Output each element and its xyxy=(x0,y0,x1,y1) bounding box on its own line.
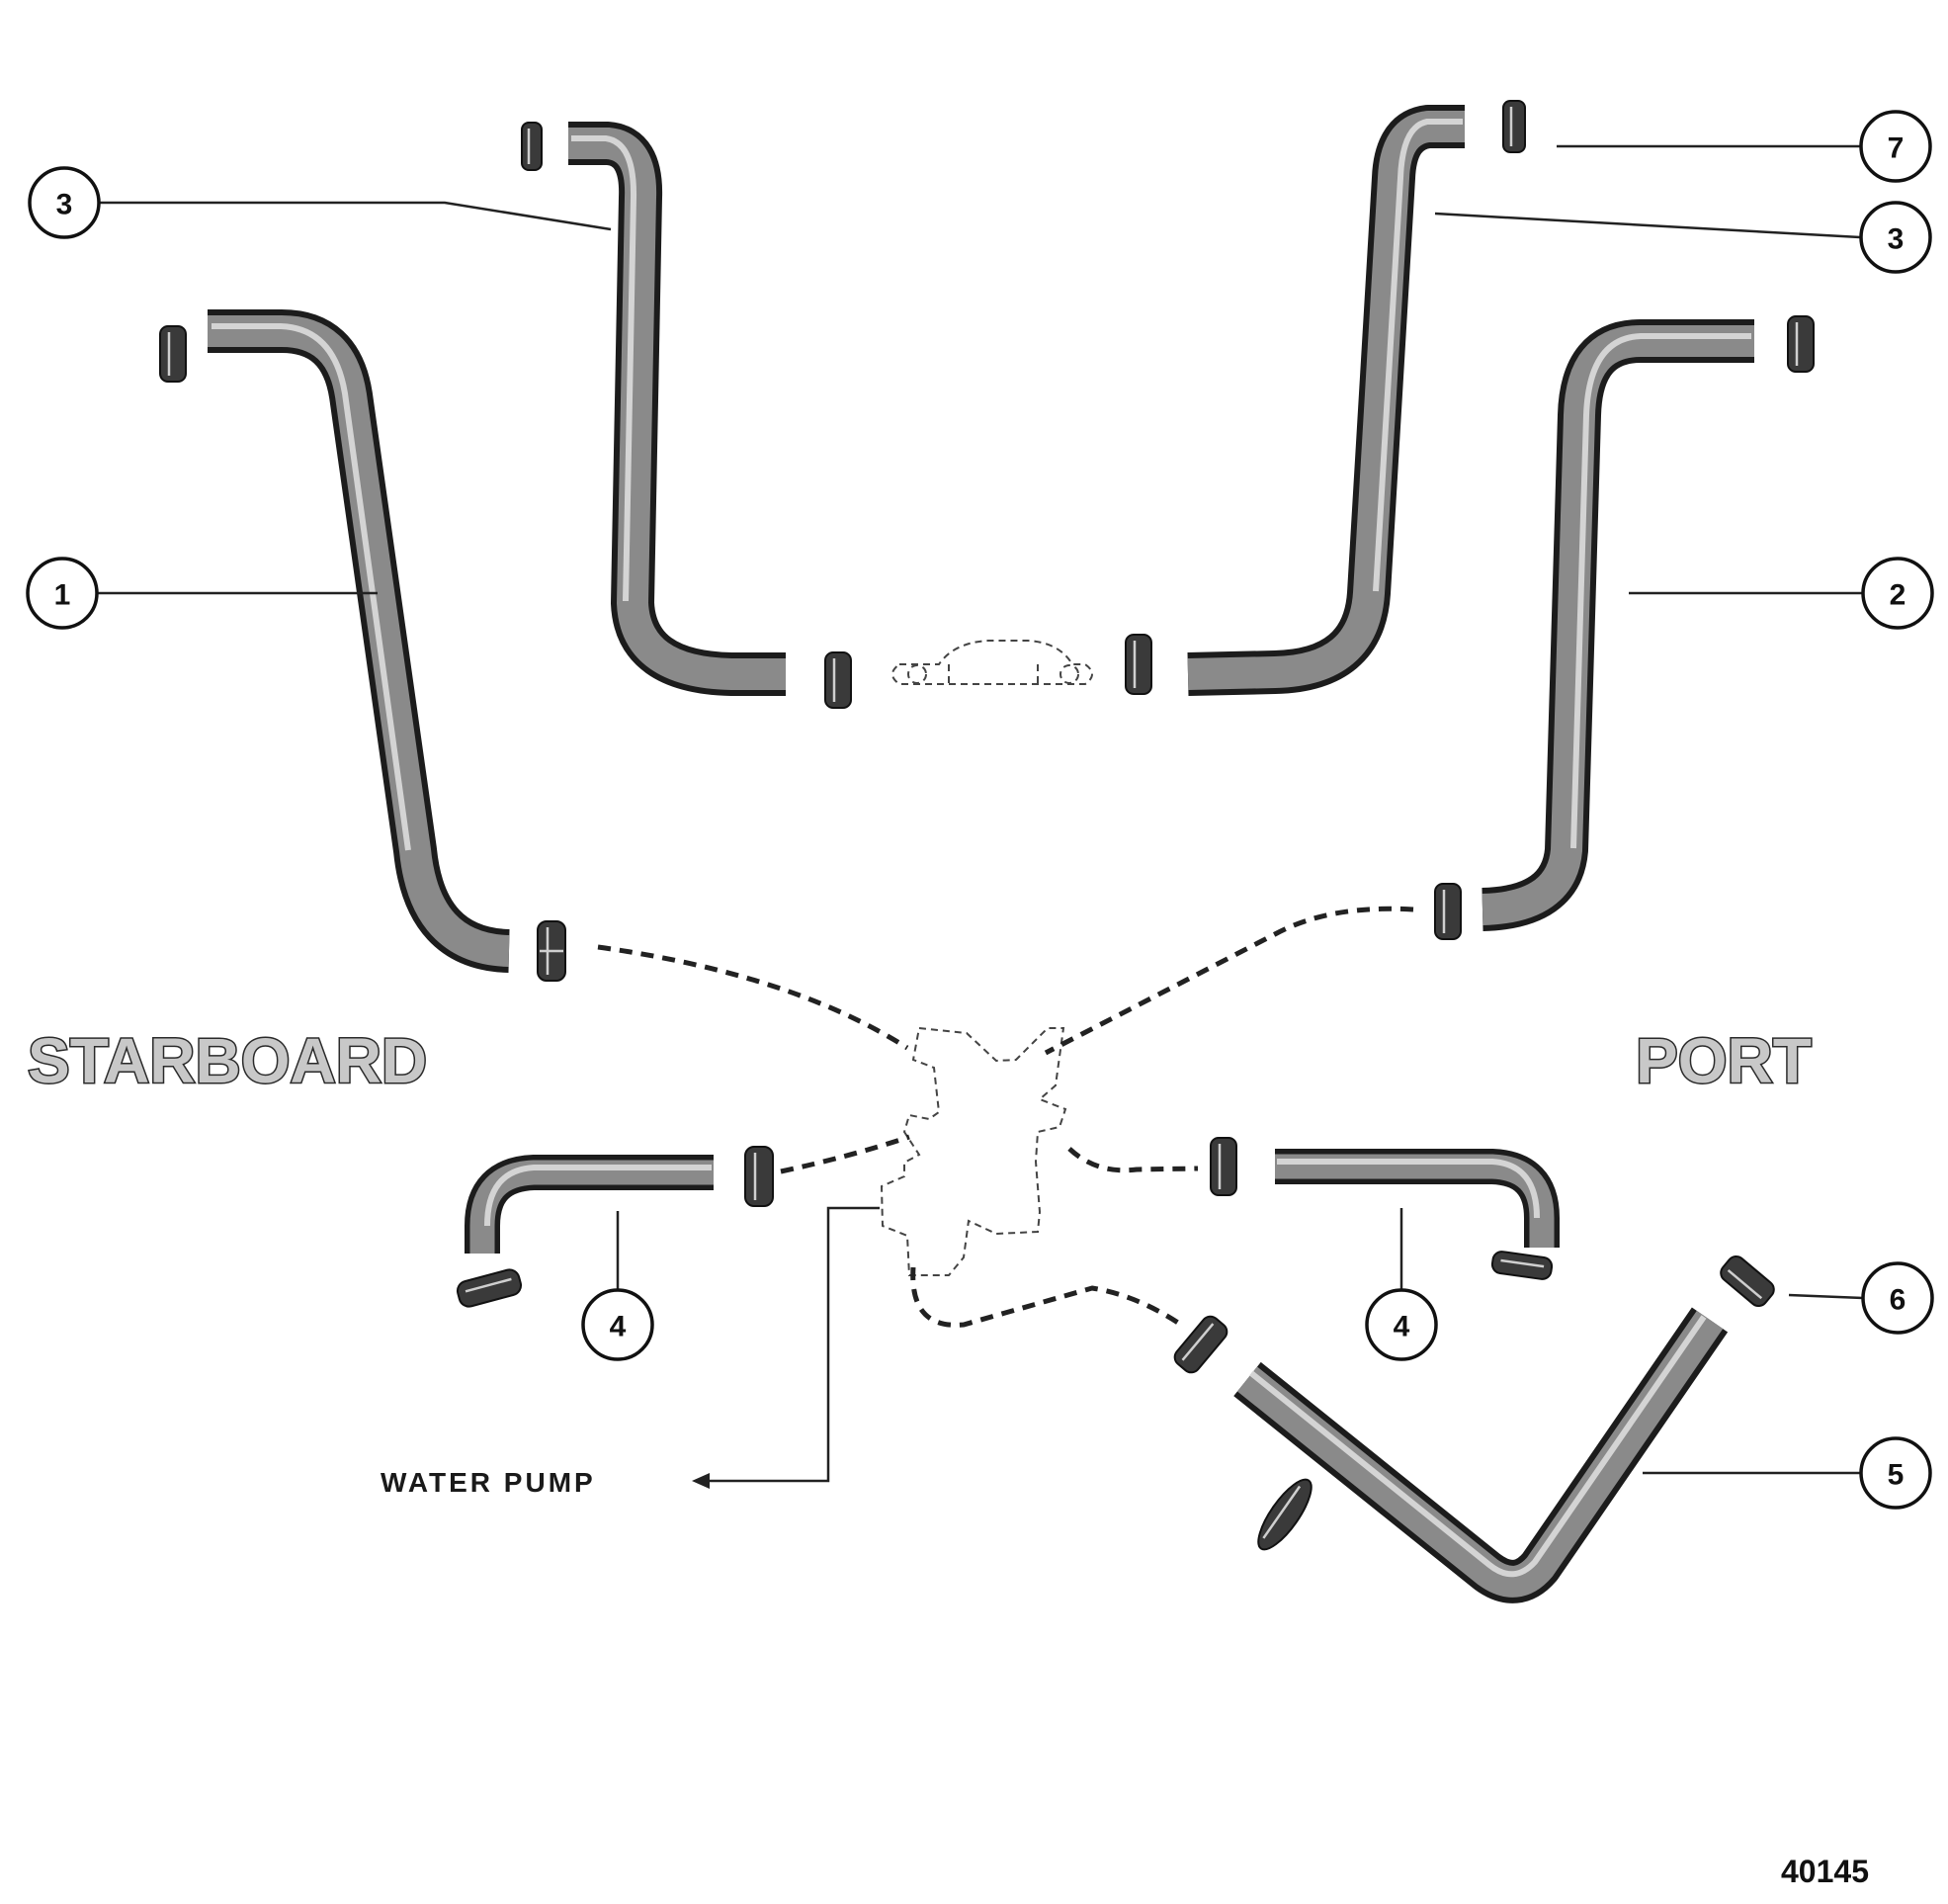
thermostat-housing-outline xyxy=(891,640,1093,685)
clamp xyxy=(1210,1137,1237,1196)
clamp xyxy=(1720,1255,1775,1308)
callout-4-left: 4 xyxy=(581,1288,654,1361)
svg-text:3: 3 xyxy=(56,189,73,221)
callout-4-right: 4 xyxy=(1365,1288,1438,1361)
connection-line xyxy=(1044,906,1414,1056)
hose-3-left xyxy=(568,122,786,696)
leader-line xyxy=(1434,212,1861,239)
leader-line xyxy=(99,201,612,231)
clamp xyxy=(537,920,566,982)
svg-text:3: 3 xyxy=(1888,223,1905,256)
callout-1: 1 xyxy=(26,557,99,630)
callout-5: 5 xyxy=(1859,1436,1932,1510)
clamp xyxy=(824,651,852,709)
svg-text:7: 7 xyxy=(1888,132,1905,165)
port-label: PORT xyxy=(1636,1025,1812,1096)
figure-number: 40145 xyxy=(1781,1854,1869,1889)
callout-3-right: 3 xyxy=(1859,201,1932,274)
clamp xyxy=(1434,883,1462,940)
connection-line xyxy=(780,1134,910,1174)
water-pump-outline xyxy=(880,1026,1067,1276)
clamp xyxy=(1787,315,1815,373)
hose-5 xyxy=(1233,1307,1729,1603)
clamp xyxy=(1257,1478,1313,1551)
svg-text:6: 6 xyxy=(1890,1284,1906,1317)
clamp xyxy=(1502,100,1526,153)
hose-1 xyxy=(208,309,511,973)
callout-3-left: 3 xyxy=(28,166,101,239)
clamp xyxy=(456,1268,523,1308)
hose-4-left xyxy=(465,1155,714,1254)
hose-2 xyxy=(1481,319,1754,931)
water-pump-leader xyxy=(700,1206,880,1483)
connection-line xyxy=(910,1266,1183,1328)
water-pump-label: WATER PUMP xyxy=(381,1467,596,1498)
clamp xyxy=(1490,1251,1554,1280)
callout-2: 2 xyxy=(1861,557,1934,630)
svg-text:5: 5 xyxy=(1888,1459,1905,1492)
connection-line xyxy=(597,944,909,1051)
starboard-label: STARBOARD xyxy=(28,1025,427,1096)
clamp xyxy=(159,325,187,383)
callout-6: 6 xyxy=(1861,1261,1934,1335)
clamp xyxy=(521,122,543,171)
clamp xyxy=(1125,634,1152,695)
svg-text:1: 1 xyxy=(54,579,71,612)
hose-3-right xyxy=(1187,105,1465,696)
svg-text:4: 4 xyxy=(610,1311,627,1343)
svg-text:4: 4 xyxy=(1394,1311,1410,1343)
connection-line xyxy=(1067,1147,1199,1173)
hose-4-right xyxy=(1275,1149,1560,1248)
callout-7: 7 xyxy=(1859,110,1932,183)
clamp xyxy=(744,1146,774,1207)
arrowhead xyxy=(692,1473,710,1489)
clamp xyxy=(1173,1315,1228,1374)
svg-text:2: 2 xyxy=(1890,579,1906,612)
leader-line xyxy=(1788,1293,1864,1300)
